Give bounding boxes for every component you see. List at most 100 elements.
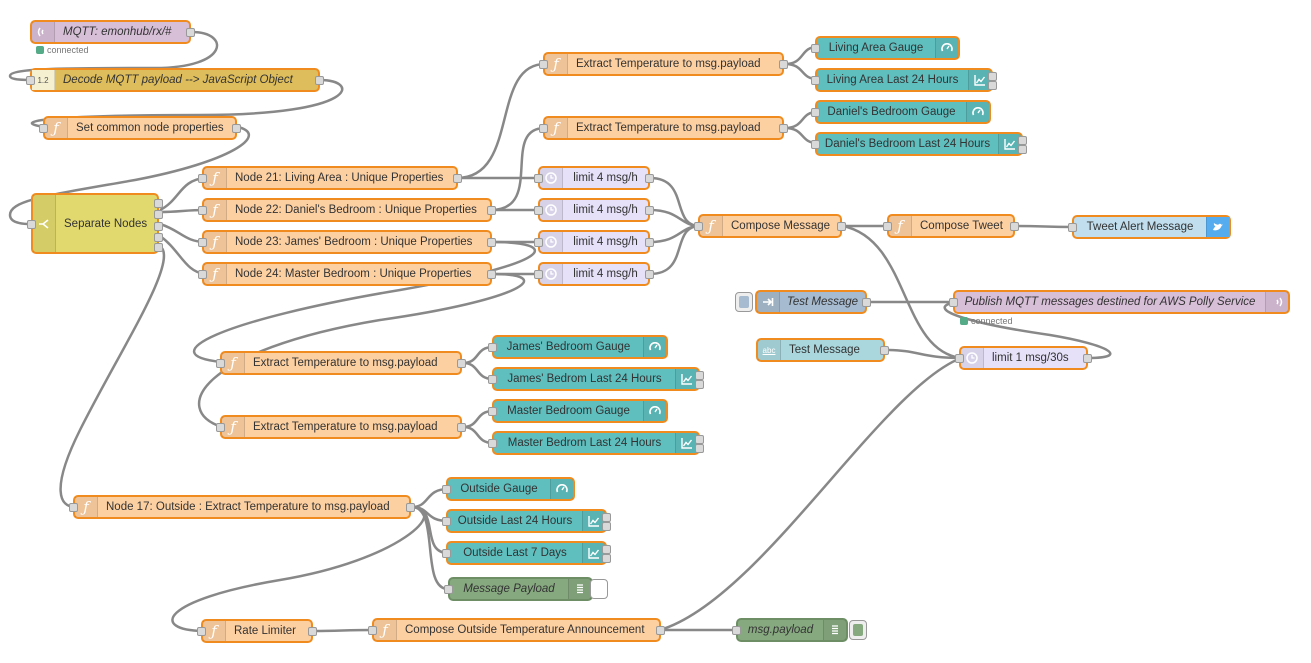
input-port[interactable] — [26, 76, 35, 85]
output-port[interactable] — [1018, 145, 1027, 154]
output-port[interactable] — [154, 233, 163, 242]
output-port[interactable] — [457, 423, 466, 432]
input-port[interactable] — [534, 174, 543, 183]
output-port[interactable] — [645, 238, 654, 247]
output-port[interactable] — [487, 206, 496, 215]
output-port[interactable] — [453, 174, 462, 183]
input-port[interactable] — [732, 626, 741, 635]
output-port[interactable] — [695, 444, 704, 453]
output-port[interactable] — [487, 238, 496, 247]
input-port[interactable] — [883, 222, 892, 231]
node24-function[interactable]: ƒ Node 24: Master Bedroom : Unique Prope… — [198, 262, 496, 286]
output-port[interactable] — [154, 243, 163, 252]
output-port[interactable] — [487, 270, 496, 279]
tweet-alert-node[interactable]: Tweet Alert Message — [1068, 215, 1231, 239]
set-common-node[interactable]: ƒ Set common node properties — [39, 116, 241, 140]
output-port[interactable] — [862, 298, 871, 307]
output-port[interactable] — [837, 222, 846, 231]
output-port[interactable] — [695, 435, 704, 444]
input-port[interactable] — [488, 375, 497, 384]
output-port[interactable] — [602, 513, 611, 522]
extract-temp-james[interactable]: ƒ Extract Temperature to msg.payload — [216, 351, 466, 375]
input-port[interactable] — [534, 270, 543, 279]
rate-limiter-node[interactable]: ƒ Rate Limiter — [197, 619, 317, 643]
output-port[interactable] — [154, 222, 163, 231]
input-port[interactable] — [197, 627, 206, 636]
input-port[interactable] — [1068, 223, 1077, 232]
limit-4-node[interactable]: limit 4 msg/h — [534, 198, 654, 222]
output-port[interactable] — [186, 28, 195, 37]
input-port[interactable] — [694, 222, 703, 231]
inject-trigger-button[interactable] — [735, 292, 753, 312]
input-port[interactable] — [442, 485, 451, 494]
input-port[interactable] — [811, 44, 820, 53]
output-port[interactable] — [602, 554, 611, 563]
output-port[interactable] — [457, 359, 466, 368]
daniel-bedroom-chart[interactable]: Daniel's Bedroom Last 24 Hours — [811, 132, 1027, 156]
input-port[interactable] — [216, 359, 225, 368]
input-port[interactable] — [811, 140, 820, 149]
output-port[interactable] — [154, 210, 163, 219]
input-port[interactable] — [442, 549, 451, 558]
living-area-chart[interactable]: Living Area Last 24 Hours — [811, 68, 997, 92]
input-port[interactable] — [216, 423, 225, 432]
msg-payload-debug[interactable]: msg.payload — [732, 618, 848, 642]
output-port[interactable] — [695, 380, 704, 389]
output-port[interactable] — [779, 60, 788, 69]
output-port[interactable] — [988, 72, 997, 81]
input-port[interactable] — [488, 407, 497, 416]
master-bedroom-gauge[interactable]: Master Bedroom Gauge — [488, 399, 668, 423]
input-port[interactable] — [198, 174, 207, 183]
input-port[interactable] — [955, 354, 964, 363]
limit-30s-node[interactable]: limit 1 msg/30s — [955, 346, 1092, 370]
mqtt-in-node[interactable]: MQTT: emonhub/rx/# — [30, 20, 195, 44]
output-port[interactable] — [406, 503, 415, 512]
input-port[interactable] — [811, 76, 820, 85]
limit-4-node[interactable]: limit 4 msg/h — [534, 230, 654, 254]
input-port[interactable] — [39, 124, 48, 133]
json-node[interactable]: 1.2 Decode MQTT payload --> JavaScript O… — [26, 68, 324, 92]
debug-toggle-button[interactable] — [590, 579, 608, 599]
limit-4-node[interactable]: limit 4 msg/h — [534, 166, 654, 190]
extract-temp-living[interactable]: ƒ Extract Temperature to msg.payload — [539, 52, 788, 76]
publish-mqtt-node[interactable]: Publish MQTT messages destined for AWS P… — [949, 290, 1290, 314]
output-port[interactable] — [232, 124, 241, 133]
output-port[interactable] — [1018, 136, 1027, 145]
output-port[interactable] — [645, 174, 654, 183]
output-port[interactable] — [315, 76, 324, 85]
output-port[interactable] — [154, 199, 163, 208]
output-port[interactable] — [779, 124, 788, 133]
input-port[interactable] — [442, 517, 451, 526]
debug-toggle-button[interactable] — [849, 620, 867, 640]
input-port[interactable] — [811, 108, 820, 117]
output-port[interactable] — [602, 545, 611, 554]
input-port[interactable] — [444, 585, 453, 594]
node22-function[interactable]: ƒ Node 22: Daniel's Bedroom : Unique Pro… — [198, 198, 496, 222]
output-port[interactable] — [656, 626, 665, 635]
output-port[interactable] — [645, 270, 654, 279]
living-area-gauge[interactable]: Living Area Gauge — [811, 36, 960, 60]
outside-24h-chart[interactable]: Outside Last 24 Hours — [442, 509, 611, 533]
outside-gauge[interactable]: Outside Gauge — [442, 477, 575, 501]
limit-4-node[interactable]: limit 4 msg/h — [534, 262, 654, 286]
compose-outside-node[interactable]: ƒ Compose Outside Temperature Announceme… — [368, 618, 665, 642]
output-port[interactable] — [988, 81, 997, 90]
input-port[interactable] — [539, 124, 548, 133]
extract-temp-daniel[interactable]: ƒ Extract Temperature to msg.payload — [539, 116, 788, 140]
james-bedroom-chart[interactable]: James' Bedrom Last 24 Hours — [488, 367, 704, 391]
output-port[interactable] — [645, 206, 654, 215]
james-bedroom-gauge[interactable]: James' Bedroom Gauge — [488, 335, 668, 359]
node17-function[interactable]: ƒ Node 17: Outside : Extract Temperature… — [69, 495, 415, 519]
input-port[interactable] — [488, 343, 497, 352]
input-port[interactable] — [368, 626, 377, 635]
message-payload-debug[interactable]: Message Payload — [444, 577, 593, 601]
input-port[interactable] — [539, 60, 548, 69]
input-port[interactable] — [488, 439, 497, 448]
master-bedroom-chart[interactable]: Master Bedrom Last 24 Hours — [488, 431, 704, 455]
output-port[interactable] — [1083, 354, 1092, 363]
input-port[interactable] — [69, 503, 78, 512]
input-port[interactable] — [534, 206, 543, 215]
input-port[interactable] — [949, 298, 958, 307]
outside-7d-chart[interactable]: Outside Last 7 Days — [442, 541, 611, 565]
daniel-bedroom-gauge[interactable]: Daniel's Bedroom Gauge — [811, 100, 991, 124]
